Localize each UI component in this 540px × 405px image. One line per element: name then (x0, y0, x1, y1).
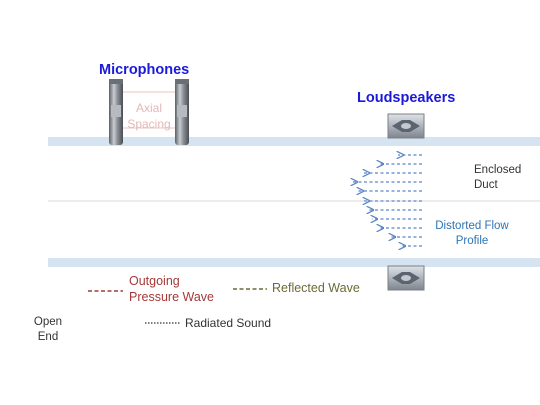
loudspeakers-title: Loudspeakers (357, 90, 456, 106)
radiated-sound-label: Radiated Sound (185, 316, 272, 330)
enclosed-duct-line-2: Duct (474, 179, 498, 191)
axial-spacing-line-1: Axial (135, 101, 162, 115)
upper-duct-wall (48, 137, 540, 146)
axial-spacing-label: Axial Spacing (124, 100, 174, 132)
loudspeaker-icon (387, 113, 425, 139)
enclosed-duct-label: Enclosed Duct (474, 163, 521, 193)
microphone-icon (109, 79, 123, 145)
distorted-flow-label: Distorted Flow Profile (430, 219, 514, 249)
lower-duct-wall (48, 258, 540, 267)
distorted-flow-line-1: Distorted Flow (435, 220, 509, 232)
outgoing-wave-line-1: Outgoing (129, 274, 180, 288)
axial-spacing-line-2: Spacing (127, 117, 171, 131)
open-end-line-2: End (37, 331, 59, 343)
reflected-wave-label: Reflected Wave (272, 281, 360, 295)
distorted-flow-line-2: Profile (455, 235, 489, 247)
flow-profile-arrows (352, 155, 422, 246)
outgoing-wave-label: Outgoing Pressure Wave (129, 273, 214, 305)
open-end-line-1: Open (33, 316, 63, 328)
microphones-title: Microphones (99, 62, 190, 78)
loudspeaker-icon (387, 265, 425, 291)
outgoing-wave-line-2: Pressure Wave (129, 290, 214, 304)
microphone-icon (175, 79, 189, 145)
enclosed-duct-line-1: Enclosed (474, 164, 522, 176)
open-end-label: Open End (32, 315, 64, 345)
axial-spacing-marker (123, 91, 175, 129)
